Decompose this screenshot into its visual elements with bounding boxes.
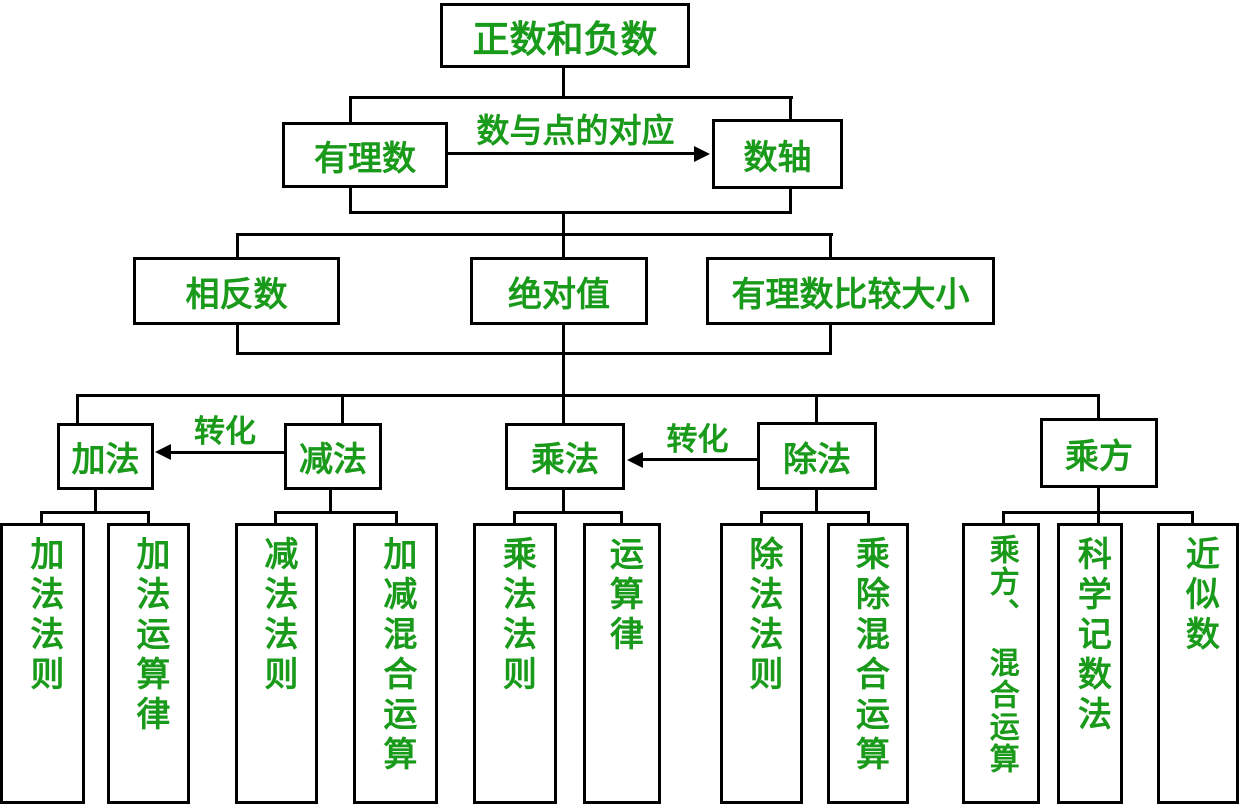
node-mul-div-mixed-operations: 乘除混合运算	[827, 523, 909, 804]
node-label: 近似数	[1180, 536, 1218, 656]
connector-line	[274, 511, 398, 514]
node-label: 加法法则	[24, 536, 62, 696]
node-label: 减法法则	[258, 536, 296, 696]
node-add-sub-mixed-operations: 加减混合运算	[353, 523, 438, 804]
arrowhead-number-point	[694, 146, 710, 162]
connector-line	[395, 511, 398, 525]
connector-line	[513, 511, 623, 514]
connector-line	[236, 324, 239, 355]
connector-line	[562, 211, 565, 236]
node-addition-rule: 加法法则	[0, 523, 85, 804]
connector-line	[349, 96, 793, 99]
node-label: 加法运算律	[130, 536, 168, 736]
node-compare-rational-numbers: 有理数比较大小	[706, 257, 995, 325]
arrowhead-convert-to-multiplication	[627, 452, 643, 468]
node-power-mixed-operations: 乘方、 混合运算	[962, 523, 1040, 804]
node-rational-number: 有理数	[282, 122, 448, 188]
node-number-axis: 数轴	[712, 119, 843, 189]
connector-line	[76, 394, 1100, 397]
node-opposite-number: 相反数	[133, 257, 340, 325]
connector-line	[349, 96, 352, 124]
node-addition: 加法	[57, 423, 154, 490]
connector-line	[829, 324, 832, 355]
connector-line	[349, 211, 792, 214]
connector-line	[815, 394, 818, 424]
connector-line	[562, 67, 565, 97]
node-positive-and-negative: 正数和负数	[440, 3, 690, 68]
connector-line	[513, 511, 516, 525]
node-label: 加减混合运算	[377, 536, 415, 776]
connector-line	[236, 233, 833, 236]
connector-line	[815, 488, 818, 514]
arrow-convert-subtraction-line	[171, 451, 284, 454]
edge-label-convert-2: 转化	[666, 422, 729, 457]
connector-line	[329, 488, 332, 514]
connector-line	[562, 352, 565, 397]
node-operation-laws: 运算律	[583, 523, 661, 804]
node-label: 乘除混合运算	[850, 536, 888, 776]
edge-label-convert-1: 转化	[194, 414, 256, 449]
connector-line	[562, 233, 565, 260]
node-scientific-notation: 科学记数法	[1057, 523, 1123, 804]
connector-line	[147, 511, 150, 525]
node-power: 乘方	[1040, 418, 1158, 488]
node-label: 乘法法则	[497, 536, 535, 696]
node-multiplication-rule: 乘法法则	[473, 523, 557, 804]
node-division: 除法	[757, 422, 877, 490]
node-label: 除法法则	[743, 536, 781, 696]
node-subtraction: 减法	[284, 423, 382, 490]
connector-line	[274, 511, 277, 525]
connector-line	[867, 511, 870, 525]
connector-line	[76, 394, 79, 425]
connector-line	[789, 96, 792, 122]
connector-line	[341, 394, 344, 425]
connector-line	[562, 488, 565, 514]
connector-line	[40, 511, 150, 514]
node-label: 乘方、 混合运算	[984, 534, 1018, 775]
connector-line	[1191, 511, 1194, 525]
connector-line	[1097, 486, 1100, 513]
connector-line	[236, 233, 239, 260]
edge-label-number-point-correspondence: 数与点的对应	[476, 114, 675, 150]
connector-line	[562, 394, 565, 425]
node-subtraction-rule: 减法法则	[235, 523, 318, 804]
arrow-convert-division-line	[643, 458, 757, 461]
connector-line	[1002, 511, 1005, 525]
connector-line	[829, 233, 832, 260]
connector-line	[1097, 394, 1100, 420]
connector-line	[40, 511, 43, 525]
connector-line	[236, 352, 832, 355]
connector-line	[789, 187, 792, 214]
arrow-number-point-line	[448, 152, 696, 155]
node-approximate-number: 近似数	[1157, 523, 1239, 804]
node-absolute-value: 绝对值	[470, 257, 648, 325]
connector-line	[1097, 511, 1100, 525]
arrowhead-convert-to-addition	[155, 444, 171, 460]
node-label: 科学记数法	[1072, 536, 1110, 736]
node-multiplication: 乘法	[505, 423, 625, 490]
connector-line	[760, 511, 870, 514]
node-division-rule: 除法法则	[720, 523, 803, 804]
connector-line	[760, 511, 763, 525]
connector-line	[349, 187, 352, 214]
connector-line	[620, 511, 623, 525]
connector-line	[94, 488, 97, 514]
connector-line	[562, 324, 565, 355]
node-label: 运算律	[604, 536, 642, 656]
node-addition-operation-laws: 加法运算律	[107, 523, 190, 804]
